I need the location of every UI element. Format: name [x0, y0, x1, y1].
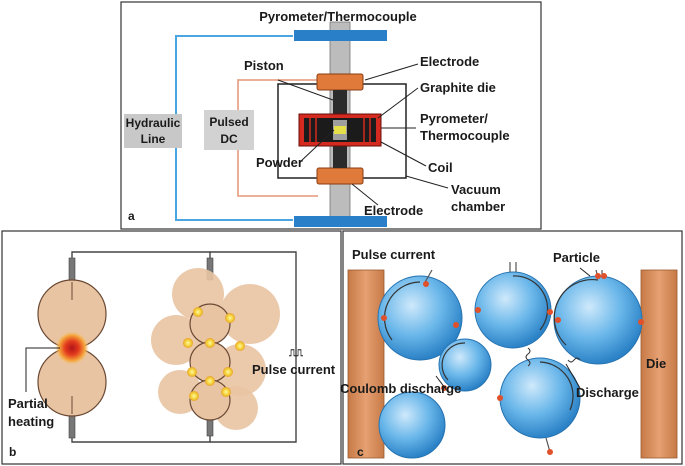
spark-spot — [187, 367, 197, 377]
label-pyrometer-side-2: Thermocouple — [420, 128, 510, 143]
left-electrode-top — [68, 257, 76, 283]
leader-coulomb — [435, 375, 449, 393]
discharge-spark — [441, 385, 447, 391]
top-electrode — [316, 73, 364, 91]
leader-vacuum — [405, 175, 449, 189]
circuit-wire-bottom — [71, 436, 211, 443]
discharge-spark — [547, 449, 553, 455]
panel-a: Pyrometer/Thermocouple Electrode Graphit… — [120, 1, 542, 230]
current-path — [539, 361, 574, 411]
circuit-wire-right — [210, 251, 297, 443]
spark-spot — [193, 307, 203, 317]
discharge-spark — [601, 273, 607, 279]
die-right — [640, 269, 678, 459]
particle-sphere — [474, 271, 552, 349]
leader-partial-heating — [25, 347, 60, 392]
panel-b: Partial heating ⎍⎍ Pulse current b — [1, 230, 342, 465]
bottom-press-plate — [294, 216, 387, 227]
discharge-spark — [555, 317, 561, 323]
pulsed-dc-box — [204, 110, 254, 150]
current-path — [553, 278, 599, 346]
left-electrode-bottom — [68, 413, 76, 439]
label-coulomb: Coulomb discharge — [340, 381, 461, 396]
partial-heating-spot — [55, 331, 89, 365]
spark-spot — [205, 338, 215, 348]
label-partial-1: Partial — [8, 396, 48, 411]
label-pulsed-1: Pulsed — [209, 115, 248, 129]
bottom-electrode — [316, 167, 364, 185]
particle-cluster — [151, 315, 201, 365]
leader-discharge — [565, 363, 581, 389]
panel-a-letter: a — [128, 209, 135, 223]
die-left — [347, 269, 385, 459]
panel-c-letter: c — [357, 445, 364, 459]
spark-spot — [225, 313, 235, 323]
label-pulsed-2: DC — [220, 132, 238, 146]
leader-electrode-top — [364, 63, 419, 81]
discharge-spark — [638, 319, 644, 325]
label-hydraulic-2: Line — [141, 132, 166, 146]
label-pyrometer-top: Pyrometer/Thermocouple — [259, 9, 417, 24]
discharge-spark — [381, 315, 387, 321]
label-pyrometer-side-1: Pyrometer/ — [420, 111, 488, 126]
pulse-symbol: ⎍⎍ — [288, 348, 304, 359]
label-discharge: Discharge — [576, 385, 639, 400]
label-vacuum-1: Vacuum — [451, 182, 501, 197]
discharge-squiggle — [525, 347, 531, 367]
label-powder: Powder — [256, 155, 303, 170]
current-path — [441, 342, 466, 381]
label-coil: Coil — [428, 160, 453, 175]
discharge-spark — [547, 309, 553, 315]
spark-spot — [189, 391, 199, 401]
particle-sphere — [499, 357, 581, 439]
leader-graphite-die — [377, 87, 419, 119]
label-pulse-current-c: Pulse current — [352, 247, 436, 262]
leader-coil — [380, 141, 427, 167]
spark-spot — [235, 341, 245, 351]
label-particle: Particle — [553, 250, 600, 265]
discharge-spark — [595, 273, 601, 279]
label-die: Die — [646, 356, 666, 371]
panel-c: Pulse current Particle Die Coulomb disch… — [340, 230, 683, 465]
leader-powder — [299, 129, 335, 163]
label-partial-2: heating — [8, 414, 54, 429]
label-vacuum-2: chamber — [451, 199, 505, 214]
spark-spot — [183, 338, 193, 348]
current-path — [383, 281, 421, 341]
discharge-spark — [475, 307, 481, 313]
top-piston — [333, 90, 347, 116]
hydraulic-line-box — [124, 114, 182, 148]
label-electrode-top: Electrode — [420, 54, 479, 69]
circuit-wire-top — [71, 251, 211, 258]
spark-spot — [221, 387, 231, 397]
discharge-spark — [497, 395, 503, 401]
discharge-spark — [453, 322, 459, 328]
bottom-piston — [333, 142, 347, 168]
leader-electrode-bottom — [351, 183, 379, 206]
leader-piston — [277, 79, 334, 101]
spark-spot — [205, 376, 215, 386]
discharge-squiggle — [567, 357, 581, 363]
label-electrode-bottom: Electrode — [364, 203, 423, 218]
panel-b-letter: b — [9, 445, 16, 459]
discharge-spark — [423, 281, 429, 287]
current-path — [512, 275, 549, 331]
particle-sphere — [377, 275, 463, 361]
particle-sphere — [378, 391, 446, 459]
label-pulse-current-b: Pulse current — [252, 362, 336, 377]
label-graphite-die: Graphite die — [420, 80, 496, 95]
particle-cluster — [220, 284, 280, 344]
top-press-plate — [294, 30, 387, 41]
powder-sample — [334, 126, 346, 134]
spark-spot — [223, 367, 233, 377]
label-hydraulic-1: Hydraulic — [126, 116, 181, 130]
leader-particle — [579, 267, 591, 277]
label-piston: Piston — [244, 58, 284, 73]
particle-sphere — [438, 338, 492, 392]
